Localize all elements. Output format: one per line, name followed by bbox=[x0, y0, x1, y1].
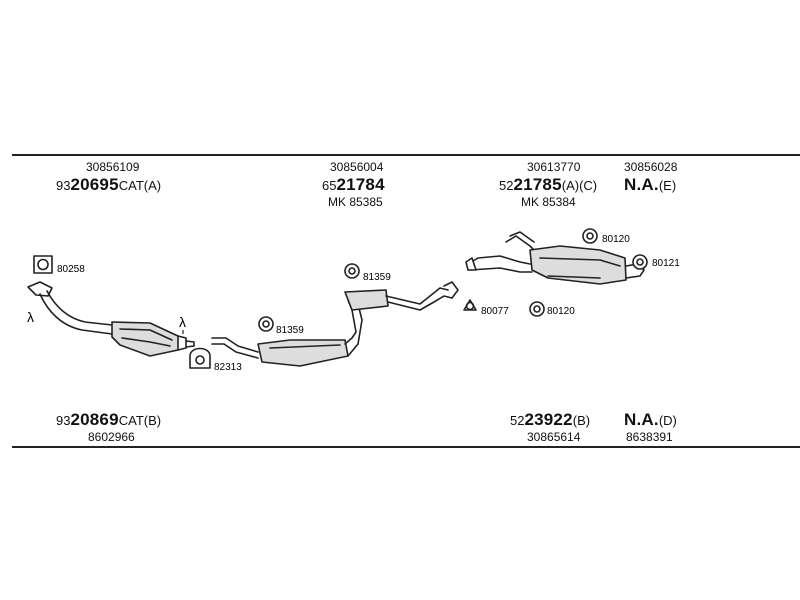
part-suffix: (E) bbox=[658, 178, 677, 193]
callout-label: 81359 bbox=[276, 325, 304, 336]
part-suffix: CAT(A) bbox=[118, 178, 162, 193]
lambda-sensor-symbol: λ bbox=[27, 309, 34, 325]
part-main: N.A. bbox=[624, 410, 659, 429]
part-number-rear-silencer-b[interactable]: 5223922(B) bbox=[510, 410, 590, 431]
rubber-ring-80121-icon[interactable] bbox=[632, 254, 648, 270]
part-number-middle-silencer[interactable]: 6521784 bbox=[322, 175, 385, 196]
rubber-ring-81359-icon[interactable] bbox=[258, 316, 274, 332]
callout-label: 80077 bbox=[481, 306, 509, 317]
callout-label: 80121 bbox=[652, 258, 680, 269]
callout-label: 80120 bbox=[602, 234, 630, 245]
part-number-catalytic-b[interactable]: 9320869CAT(B) bbox=[56, 410, 161, 431]
ref-number: 30865614 bbox=[527, 430, 581, 444]
ref-number: 30856028 bbox=[624, 160, 678, 174]
part-suffix: (B) bbox=[572, 413, 591, 428]
part-number-na-e[interactable]: N.A.(E) bbox=[624, 175, 676, 196]
mounting-kit-number: MK 85384 bbox=[521, 195, 576, 209]
bottom-divider-line bbox=[12, 446, 800, 448]
lambda-sensor-symbol: λ bbox=[179, 314, 186, 330]
part-prefix: 65 bbox=[322, 178, 337, 193]
rubber-ring-80120-icon[interactable] bbox=[529, 301, 545, 317]
part-prefix: 52 bbox=[499, 178, 514, 193]
part-main: 21784 bbox=[336, 175, 385, 194]
ref-number: 30856109 bbox=[86, 160, 140, 174]
rubber-ring-80120-icon[interactable] bbox=[582, 228, 598, 244]
part-number-catalytic-a[interactable]: 9320695CAT(A) bbox=[56, 175, 161, 196]
rear-silencer[interactable] bbox=[465, 231, 645, 285]
callout-label: 82313 bbox=[214, 362, 242, 373]
part-main: N.A. bbox=[624, 175, 659, 194]
top-divider-line bbox=[12, 154, 800, 156]
part-suffix: (A)(C) bbox=[561, 178, 598, 193]
callout-label: 80120 bbox=[547, 306, 575, 317]
catalytic-converter-front-pipe[interactable] bbox=[27, 281, 195, 357]
mounting-kit-number: MK 85385 bbox=[328, 195, 383, 209]
callout-label: 81359 bbox=[363, 272, 391, 283]
part-prefix: 52 bbox=[510, 413, 525, 428]
gasket-80258-icon[interactable] bbox=[33, 255, 53, 274]
middle-silencer-pipe[interactable] bbox=[211, 281, 459, 367]
part-main: 20695 bbox=[70, 175, 119, 194]
ref-number: 8602966 bbox=[88, 430, 135, 444]
gasket-80077-icon[interactable] bbox=[463, 299, 477, 311]
part-number-rear-silencer-a[interactable]: 5221785(A)(C) bbox=[499, 175, 597, 196]
part-prefix: 93 bbox=[56, 178, 71, 193]
part-number-na-d[interactable]: N.A.(D) bbox=[624, 410, 677, 431]
ref-number: 30613770 bbox=[527, 160, 581, 174]
part-main: 23922 bbox=[524, 410, 573, 429]
part-suffix: CAT(B) bbox=[118, 413, 162, 428]
part-main: 21785 bbox=[513, 175, 562, 194]
part-main: 20869 bbox=[70, 410, 119, 429]
clamp-82313-icon[interactable] bbox=[189, 347, 211, 369]
callout-label: 80258 bbox=[57, 264, 85, 275]
rubber-ring-81359-icon[interactable] bbox=[344, 263, 360, 279]
ref-number: 8638391 bbox=[626, 430, 673, 444]
part-suffix: (D) bbox=[658, 413, 677, 428]
part-prefix: 93 bbox=[56, 413, 71, 428]
ref-number: 30856004 bbox=[330, 160, 384, 174]
